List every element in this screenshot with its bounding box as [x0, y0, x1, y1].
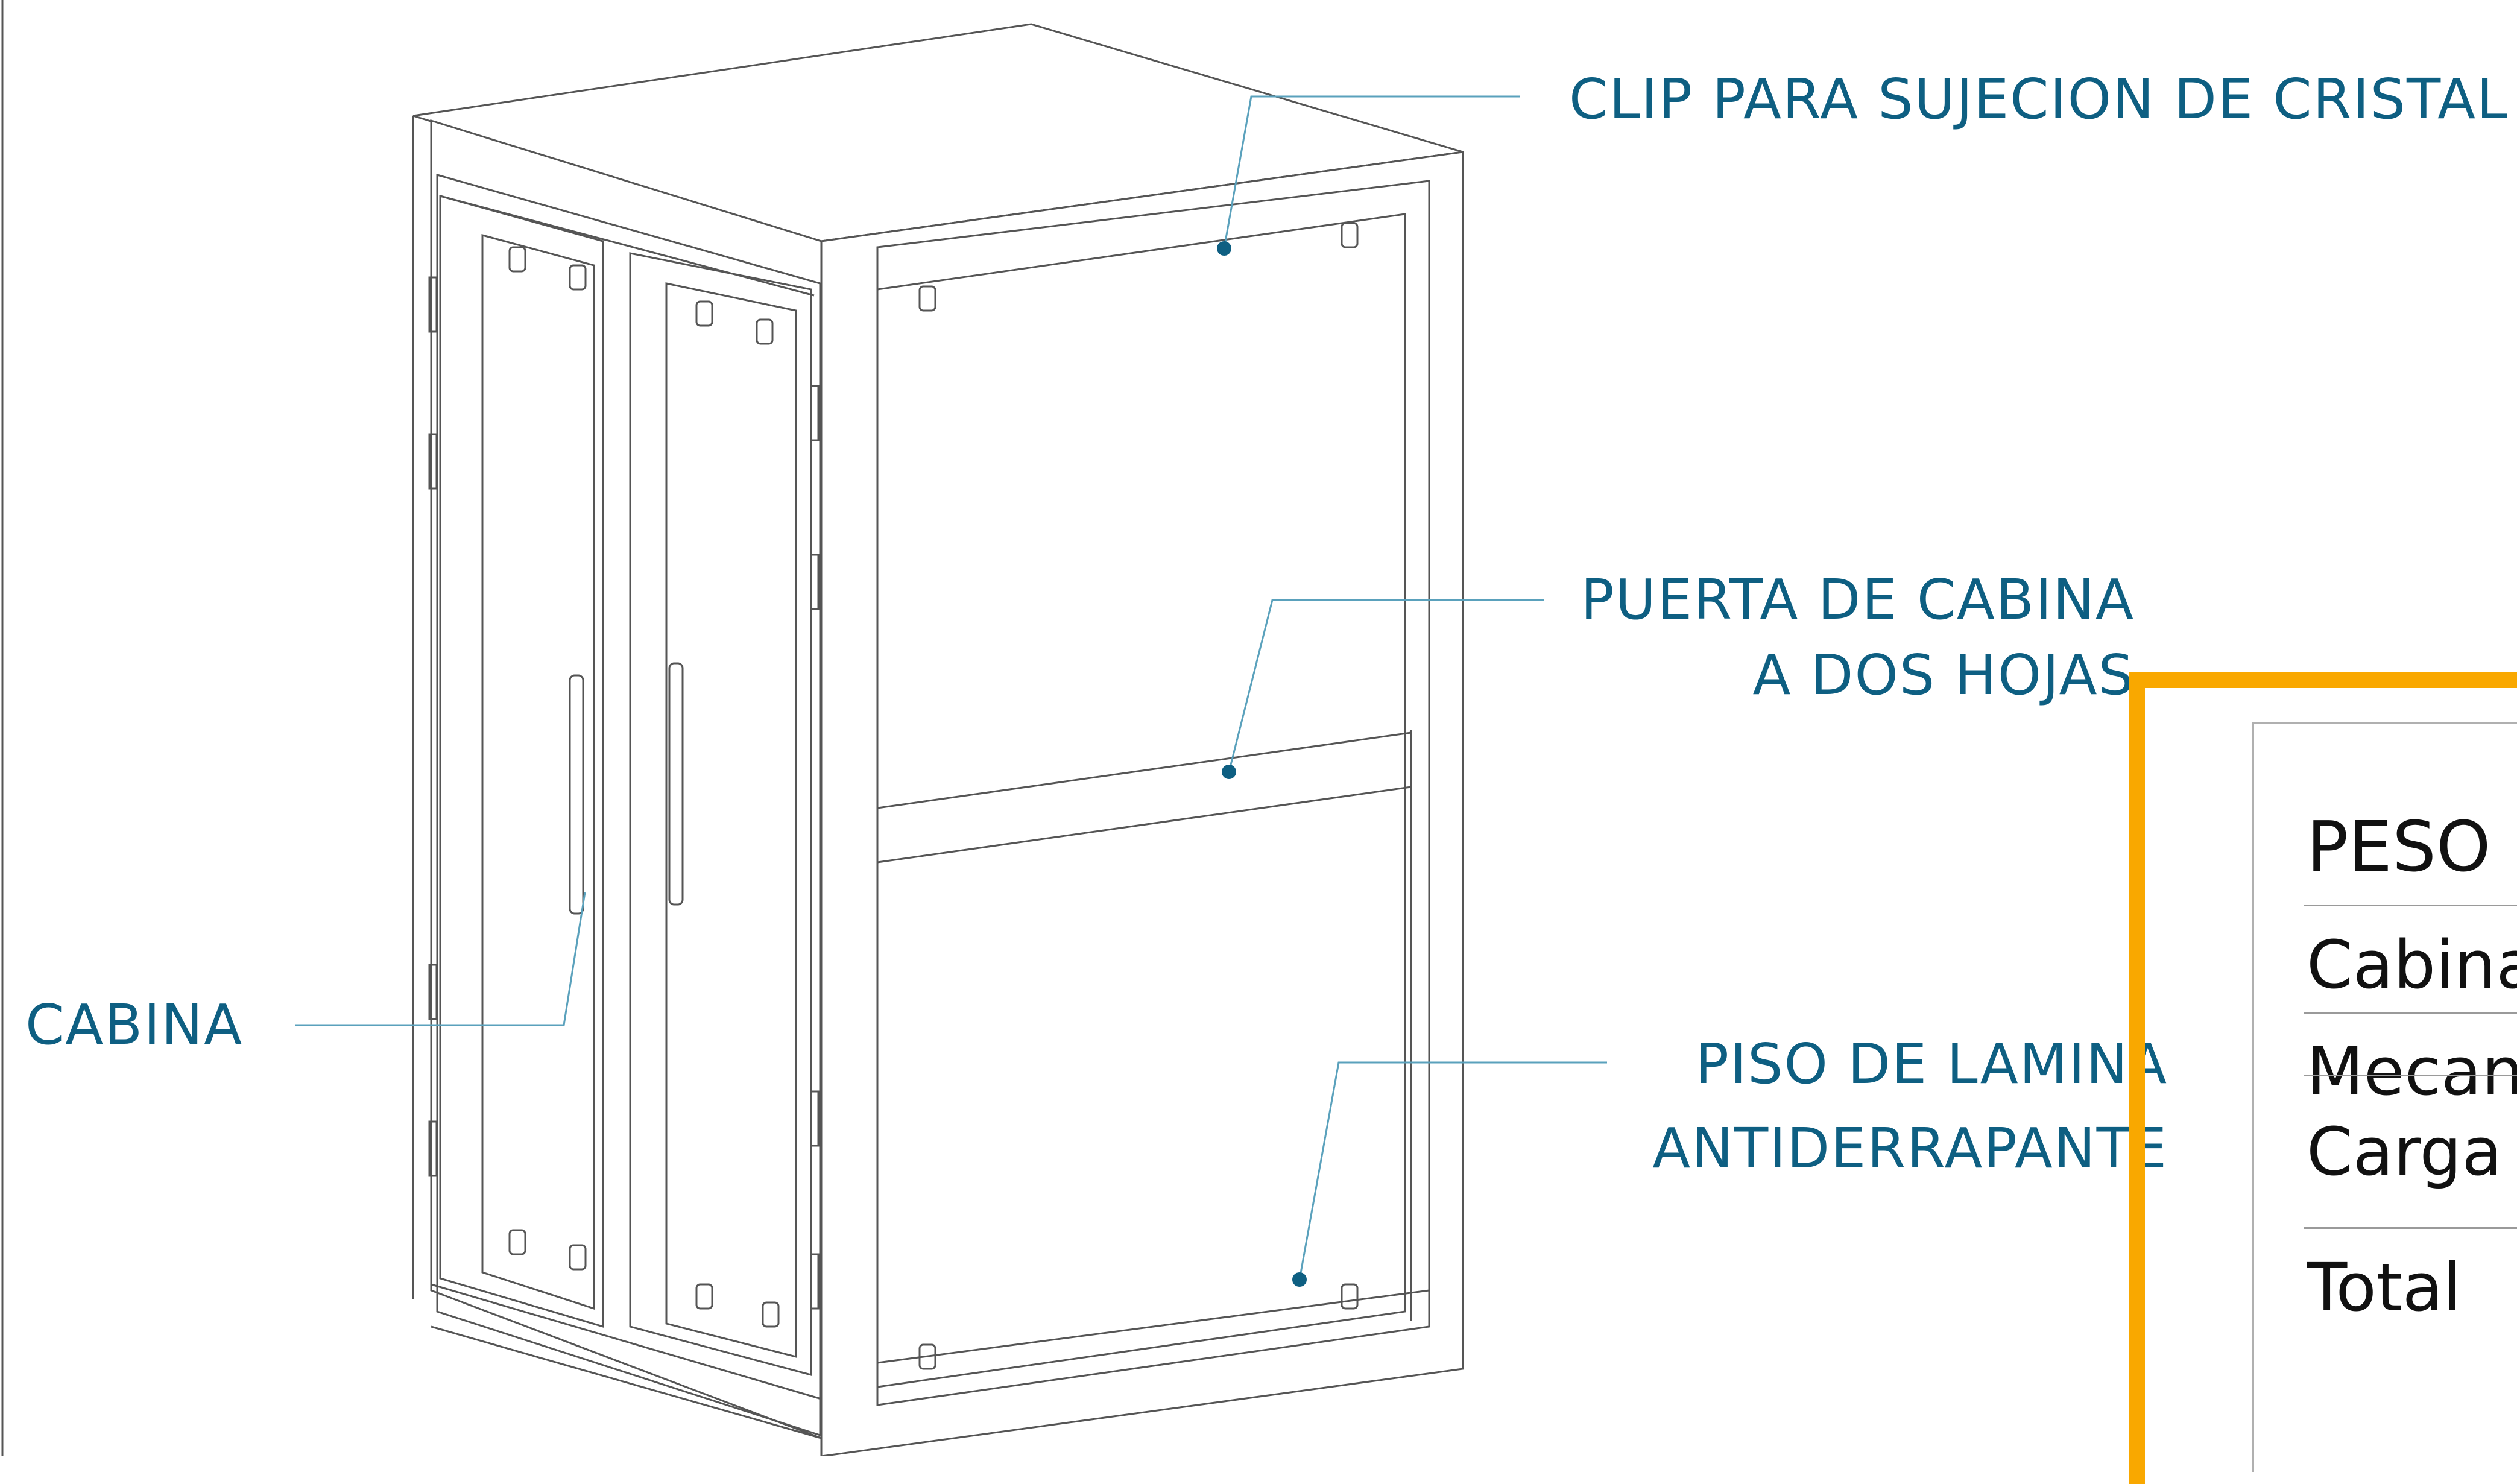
leader-cabin — [295, 892, 586, 1026]
weight-row-mecan: Mecan — [2307, 1033, 2517, 1110]
marker-floor — [1292, 1272, 1307, 1287]
weight-row-cabina: Cabina — [2307, 926, 2517, 1003]
door-handle-left — [569, 674, 584, 915]
glass-clips — [508, 222, 1359, 1370]
table-divider — [2304, 1227, 2517, 1229]
hinges — [428, 276, 820, 1310]
table-divider — [2304, 905, 2517, 906]
label-door-line1: PUERTA DE CABINA — [1581, 567, 2135, 632]
marker-door — [1222, 765, 1236, 779]
door-handle-right — [668, 662, 684, 906]
leader-clip — [1223, 95, 1520, 249]
cabin-side-face — [820, 151, 1464, 1456]
weight-row-total: Total — [2307, 1249, 2462, 1326]
weight-row-carga: Carga — [2307, 1113, 2503, 1190]
leader-door — [1228, 599, 1544, 772]
label-cabin: CABINA — [25, 993, 244, 1057]
leader-floor — [1298, 1061, 1607, 1280]
weight-table-header: PESO — [2307, 808, 2491, 886]
weight-table — [2252, 722, 2517, 1472]
glass-panel — [876, 213, 1406, 1388]
table-divider — [2304, 1012, 2517, 1014]
label-door-line2: A DOS HOJAS — [1752, 643, 2135, 707]
label-floor-line2: ANTIDERRAPANTE — [1652, 1116, 2168, 1181]
door-leaf-left — [439, 195, 604, 1328]
table-divider — [2304, 1075, 2517, 1076]
label-clip: CLIP PARA SUJECION DE CRISTAL — [1569, 67, 2509, 131]
cabin-front-face — [430, 119, 823, 1440]
door-leaf-right — [629, 252, 812, 1376]
label-floor-line1: PISO DE LAMINA — [1695, 1032, 2168, 1096]
marker-clip — [1217, 241, 1231, 256]
weight-panel-frame — [2129, 672, 2517, 1484]
